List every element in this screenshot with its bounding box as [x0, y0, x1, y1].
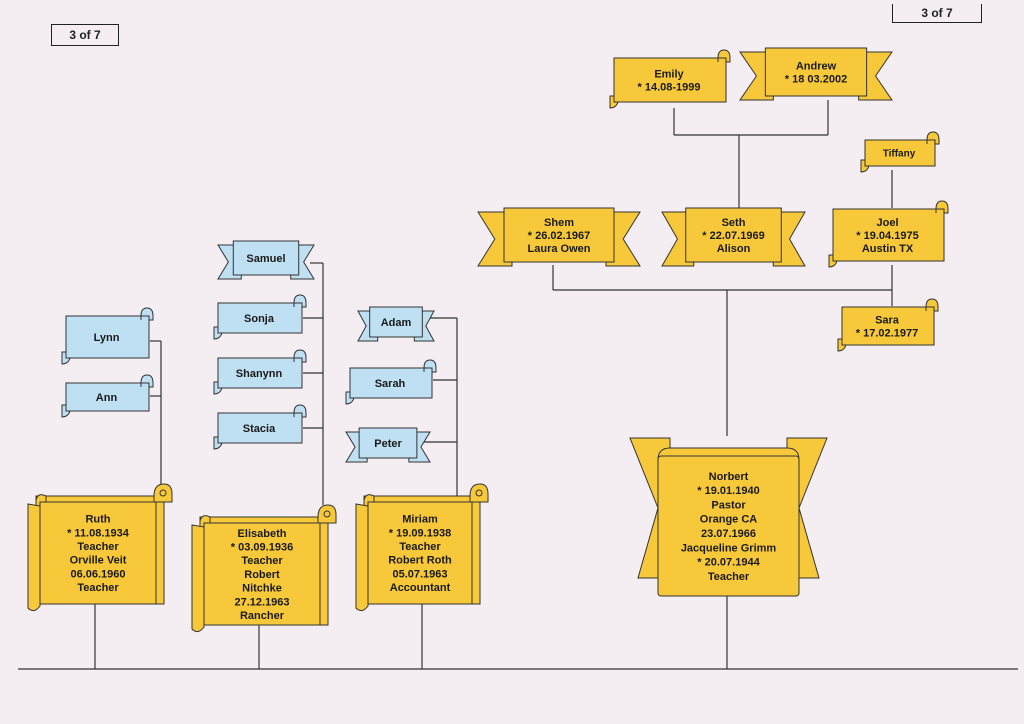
person-shem-line-0: Shem	[544, 217, 574, 229]
person-norbert-line-3: Orange CA	[700, 514, 758, 526]
person-norbert-line-1: * 19.01.1940	[697, 485, 759, 497]
person-elisabeth-line-4: Nitchke	[242, 583, 282, 595]
person-peter-line-0: Peter	[374, 438, 402, 450]
person-lynn-line-0: Lynn	[94, 332, 120, 344]
person-andrew-line-1: * 18 03.2002	[785, 73, 847, 85]
person-node-sarah: Sarah	[345, 359, 437, 405]
person-sara-line-0: Sara	[875, 314, 900, 326]
person-shem-line-1: * 26.02.1967	[528, 230, 590, 242]
person-miriam-line-3: Robert Roth	[388, 555, 452, 567]
person-node-sonja: Sonja	[213, 294, 307, 340]
person-sarah-line-0: Sarah	[375, 378, 406, 390]
person-node-sara: Sara* 17.02.1977	[837, 298, 939, 352]
person-ruth-line-1: * 11.08.1934	[67, 527, 130, 539]
person-andrew-line-0: Andrew	[796, 60, 837, 72]
person-seth-line-1: * 22.07.1969	[702, 230, 764, 242]
person-node-lynn: Lynn	[61, 307, 154, 365]
person-miriam-line-0: Miriam	[402, 514, 438, 526]
person-node-stacia: Stacia	[213, 404, 307, 450]
person-joel-line-1: * 19.04.1975	[856, 230, 918, 242]
person-node-andrew: Andrew* 18 03.2002	[739, 47, 893, 101]
person-node-ann: Ann	[61, 374, 154, 418]
person-ruth-line-0: Ruth	[85, 514, 110, 526]
person-miriam-line-2: Teacher	[399, 541, 441, 553]
person-node-tiffany: Tiffany	[860, 131, 940, 173]
person-norbert-line-6: * 20.07.1944	[697, 557, 760, 569]
person-norbert-line-5: Jacqueline Grimm	[681, 542, 777, 554]
person-elisabeth-line-3: Robert	[244, 569, 280, 581]
person-ruth-line-2: Teacher	[77, 541, 119, 553]
person-emily-line-0: Emily	[654, 68, 684, 80]
person-node-samuel: Samuel	[217, 240, 315, 280]
person-node-adam: Adam	[357, 306, 435, 342]
page-number-label: 3 of 7	[51, 24, 119, 46]
person-elisabeth-line-6: Rancher	[240, 610, 285, 622]
person-miriam-line-4: 05.07.1963	[392, 568, 447, 580]
person-miriam-line-5: Accountant	[390, 582, 451, 594]
person-ruth-line-4: 06.06.1960	[70, 568, 125, 580]
person-tiffany-line-0: Tiffany	[883, 149, 916, 160]
person-joel-line-2: Austin TX	[862, 243, 914, 255]
person-norbert-line-4: 23.07.1966	[701, 528, 756, 540]
person-node-shanynn: Shanynn	[213, 349, 307, 395]
person-elisabeth-line-5: 27.12.1963	[234, 596, 289, 608]
person-node-emily: Emily* 14.08-1999	[609, 49, 731, 109]
person-emily-line-1: * 14.08-1999	[638, 81, 701, 93]
person-miriam-line-1: * 19.09.1938	[389, 527, 451, 539]
person-norbert-line-7: Teacher	[708, 571, 750, 583]
person-shem-line-2: Laura Owen	[528, 243, 591, 255]
person-ruth-line-5: Teacher	[77, 582, 119, 594]
person-ann-line-0: Ann	[96, 392, 118, 404]
connector-lines	[18, 100, 1018, 670]
person-sonja-line-0: Sonja	[244, 313, 275, 325]
person-norbert-line-2: Pastor	[711, 499, 746, 511]
person-elisabeth-line-2: Teacher	[241, 555, 283, 567]
person-sara-line-1: * 17.02.1977	[856, 327, 918, 339]
person-shanynn-line-0: Shanynn	[236, 368, 283, 380]
person-seth-line-2: Alison	[717, 243, 751, 255]
person-ruth-line-3: Orville Veit	[70, 555, 127, 567]
person-stacia-line-0: Stacia	[243, 423, 276, 435]
person-elisabeth-line-1: * 03.09.1936	[231, 541, 293, 553]
person-node-elisabeth: Elisabeth* 03.09.1936TeacherRobertNitchk…	[191, 504, 337, 633]
person-elisabeth-line-0: Elisabeth	[238, 528, 287, 540]
person-joel-line-0: Joel	[876, 217, 898, 229]
page-number-label-top-right: 3 of 7	[892, 4, 982, 23]
person-norbert-line-0: Norbert	[709, 471, 749, 483]
person-seth-line-0: Seth	[722, 217, 746, 229]
person-adam-line-0: Adam	[381, 317, 412, 329]
person-samuel-line-0: Samuel	[246, 253, 285, 265]
person-node-peter: Peter	[345, 427, 431, 463]
